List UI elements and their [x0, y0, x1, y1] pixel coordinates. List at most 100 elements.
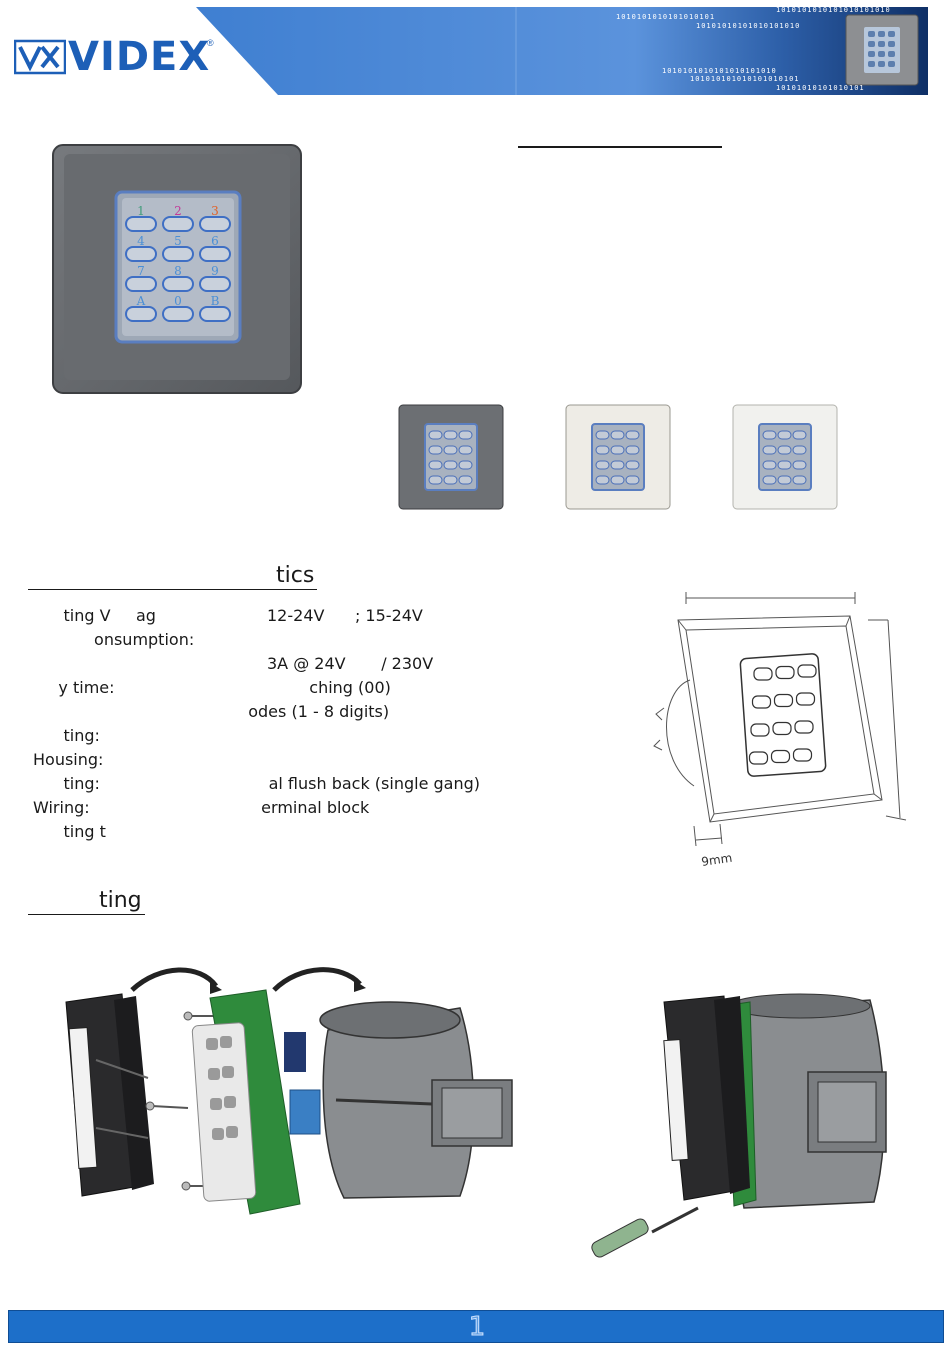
- diagram-key: [794, 720, 814, 734]
- depth-dimension-label: 9mm: [700, 851, 733, 869]
- keypad-key-label: 0: [174, 294, 182, 308]
- exploded-assembly-illustration: [65, 967, 513, 1215]
- keypad-key: [162, 306, 194, 322]
- mini-keypad-key: [443, 445, 458, 455]
- keypad-key-label: 8: [174, 264, 182, 278]
- mini-keypad-key: [777, 460, 792, 470]
- arrow-icon: [210, 982, 222, 994]
- keypad-key: [199, 306, 231, 322]
- diagram-key: [792, 748, 813, 762]
- mini-keypad-key: [610, 445, 625, 455]
- mini-keypad-key: [595, 445, 610, 455]
- spec-value: 12-24V ; 15-24V: [267, 606, 423, 625]
- spec-label: Wiring:: [33, 798, 90, 817]
- mini-keypad-key: [443, 460, 458, 470]
- banner-binary-row: 101010101010101010101: [690, 75, 800, 83]
- mounting-rule: [28, 914, 145, 915]
- mini-keypad-key: [458, 460, 473, 470]
- keypad-key-label: 6: [211, 234, 219, 248]
- diagram-key: [770, 749, 791, 764]
- mini-keypad-key: [762, 460, 777, 470]
- registered-mark: ®: [207, 38, 214, 48]
- diagram-key: [748, 751, 769, 765]
- mini-keypad-key: [625, 445, 640, 455]
- spec-label: ting:: [33, 726, 100, 745]
- mini-keypad-key: [625, 430, 640, 440]
- keypad-key-label: 2: [174, 204, 182, 218]
- keypad-variant-grey: [398, 404, 504, 510]
- spec-label: ting t: [33, 822, 106, 841]
- keypad-key: [125, 216, 157, 232]
- screwdriver-icon: [651, 1206, 699, 1234]
- mini-keypad-key: [792, 460, 807, 470]
- keypad-key: [199, 216, 231, 232]
- videx-logo: VIDEX ®: [14, 36, 214, 78]
- videx-logo-mark-icon: [14, 39, 66, 75]
- mini-keypad-key: [428, 445, 443, 455]
- mini-keypad-key: [762, 445, 777, 455]
- spec-label: ting V ag: [33, 606, 156, 625]
- mini-keypad-key: [458, 475, 473, 485]
- banner-binary-row: 1010101010101010101010: [776, 6, 891, 14]
- spec-row: y time: ching (00): [33, 676, 593, 700]
- keypad-key-label: 5: [174, 234, 182, 248]
- spec-row: Wiring: erminal block: [33, 796, 593, 820]
- spec-row: 3A @ 24V / 230V: [33, 652, 593, 676]
- mini-keypad-key: [428, 475, 443, 485]
- mini-keypad-key: [777, 445, 792, 455]
- keypad-key: [125, 246, 157, 262]
- mini-keypad-key: [428, 460, 443, 470]
- spec-value: ching (00): [116, 678, 391, 697]
- mini-keypad-key: [595, 430, 610, 440]
- mini-keypad-key: [610, 460, 625, 470]
- arrow-icon: [354, 980, 366, 992]
- footer-bar: 1: [8, 1310, 944, 1343]
- mini-keypad-key: [458, 430, 473, 440]
- spec-list: ting V ag 12-24V ; 15-24V onsumption: 3A…: [33, 604, 593, 844]
- keypad-key-label: 1: [137, 204, 145, 218]
- diagram-key: [797, 664, 817, 678]
- keypad-key: [199, 276, 231, 292]
- diagram-key: [750, 723, 770, 737]
- brand-name: VIDEX: [68, 34, 211, 80]
- assembled-illustration: [591, 993, 887, 1258]
- mini-keypad-key: [610, 475, 625, 485]
- keypad-key: [162, 276, 194, 292]
- keypad-variant-white: [565, 404, 671, 510]
- diagram-key: [772, 721, 792, 736]
- spec-label: Housing:: [33, 750, 104, 769]
- page-number: 1: [468, 1312, 486, 1343]
- mini-keypad-key: [458, 445, 473, 455]
- spec-label: y time:: [33, 678, 115, 697]
- spec-value: 3A @ 24V / 230V: [267, 654, 434, 673]
- keypad-key-label: A: [136, 294, 146, 308]
- spec-row: ting V ag 12-24V ; 15-24V: [33, 604, 593, 628]
- spec-label: onsumption:: [33, 630, 195, 649]
- spec-label: ting:: [33, 774, 100, 793]
- mini-keypad-key: [777, 475, 792, 485]
- diagram-key: [775, 665, 795, 680]
- banner-binary-row: 1010101010101010101: [616, 13, 716, 21]
- header-banner: [196, 7, 928, 95]
- keypad-key: [162, 246, 194, 262]
- spec-row: ting t: [33, 820, 593, 844]
- keypad-variant-light: [732, 404, 838, 510]
- mounting-heading: ting: [99, 888, 142, 913]
- spec-value: erminal block: [251, 798, 370, 817]
- diagram-key: [753, 667, 773, 681]
- spec-row: odes (1 - 8 digits): [33, 700, 593, 724]
- characteristics-heading: tics: [276, 563, 315, 588]
- mini-keypad-key: [595, 460, 610, 470]
- mini-keypad-key: [428, 430, 443, 440]
- mini-keypad-key: [762, 430, 777, 440]
- mini-keypad-key: [625, 460, 640, 470]
- keypad-key: [199, 246, 231, 262]
- mini-keypad-key: [792, 475, 807, 485]
- mini-keypad-key: [792, 445, 807, 455]
- keypad-key-label: 7: [137, 264, 145, 278]
- mini-keypad-key: [762, 475, 777, 485]
- keypad-key: [125, 276, 157, 292]
- section-title-rule: [518, 146, 722, 148]
- banner-binary-row: 10101010101010101: [776, 84, 865, 92]
